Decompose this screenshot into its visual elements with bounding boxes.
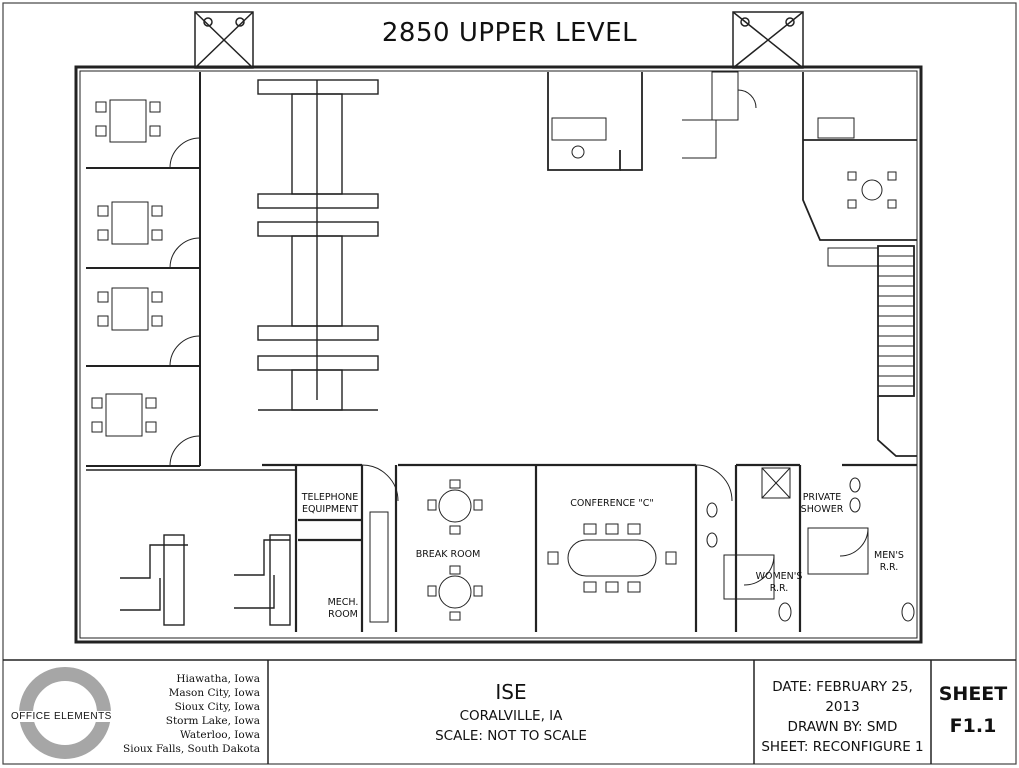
- sheet-number: F1.1: [949, 715, 997, 737]
- entry-tower-left: [194, 11, 254, 69]
- title-block-project: ISE CORALVILLE, IA SCALE: NOT TO SCALE: [268, 660, 754, 764]
- telephone-room-label-line1: TELEPHONE: [301, 492, 359, 503]
- entry-tower-right: [732, 11, 804, 69]
- sheet-name: SHEET: RECONFIGURE 1: [761, 739, 924, 755]
- mens-restroom-label-line1: MEN'S: [874, 550, 904, 561]
- private-shower-label-line2: SHOWER: [801, 504, 844, 515]
- location-item: Storm Lake, Iowa: [165, 715, 260, 727]
- drawing-scale: SCALE: NOT TO SCALE: [435, 728, 587, 744]
- office-top-right: [802, 72, 917, 267]
- womens-restroom-label-line1: WOMEN'S: [756, 571, 803, 582]
- drawing-date: DATE: FEBRUARY 25, 2013: [772, 679, 913, 715]
- company-name: OFFICE ELEMENTS: [10, 711, 113, 722]
- conference-room-label: CONFERENCE "C": [570, 498, 653, 509]
- break-room-tables: [369, 479, 483, 623]
- conference-table: [547, 523, 677, 593]
- location-item: Sioux City, Iowa: [174, 701, 260, 713]
- mech-room-label-line2: ROOM: [328, 609, 358, 620]
- title-block-frame: [3, 659, 1016, 764]
- mens-restroom-label-line2: R.R.: [880, 562, 899, 573]
- title-block-company: OFFICE ELEMENTS Hiawatha, Iowa Mason Cit…: [4, 660, 268, 764]
- lower-room-walls: [86, 463, 917, 632]
- offices-top: [547, 71, 757, 171]
- project-name: ISE: [495, 680, 527, 704]
- womens-restroom-label-line2: R.R.: [770, 583, 789, 594]
- private-shower-label-line1: PRIVATE: [803, 492, 842, 503]
- workstations-lower-left: [120, 534, 291, 626]
- location-item: Hiawatha, Iowa: [176, 673, 260, 685]
- mech-room-label-line1: MECH.: [328, 597, 359, 608]
- location-item: Sioux Falls, South Dakota: [123, 743, 260, 755]
- stair: [877, 245, 917, 457]
- project-location: CORALVILLE, IA: [459, 708, 563, 724]
- location-item: Mason City, Iowa: [168, 687, 260, 699]
- office-locations: Hiawatha, Iowa Mason City, Iowa Sioux Ci…: [123, 672, 260, 756]
- private-offices-left: [86, 72, 201, 467]
- break-room-label: BREAK ROOM: [416, 549, 481, 560]
- title-block-sheet: SHEET F1.1: [931, 660, 1015, 764]
- sheet-label: SHEET: [938, 683, 1008, 705]
- restroom-fixtures: [706, 467, 915, 622]
- location-item: Waterloo, Iowa: [180, 729, 260, 741]
- plan-title: 2850 UPPER LEVEL: [381, 18, 638, 48]
- telephone-room-label-line2: EQUIPMENT: [302, 504, 358, 515]
- exterior-walls: [74, 65, 923, 644]
- office-furniture-left: [91, 99, 163, 437]
- workstation-clusters: [257, 79, 379, 411]
- title-block-info: DATE: FEBRUARY 25, 2013 DRAWN BY: SMD SH…: [754, 660, 931, 764]
- drawn-by: DRAWN BY: SMD: [787, 719, 898, 735]
